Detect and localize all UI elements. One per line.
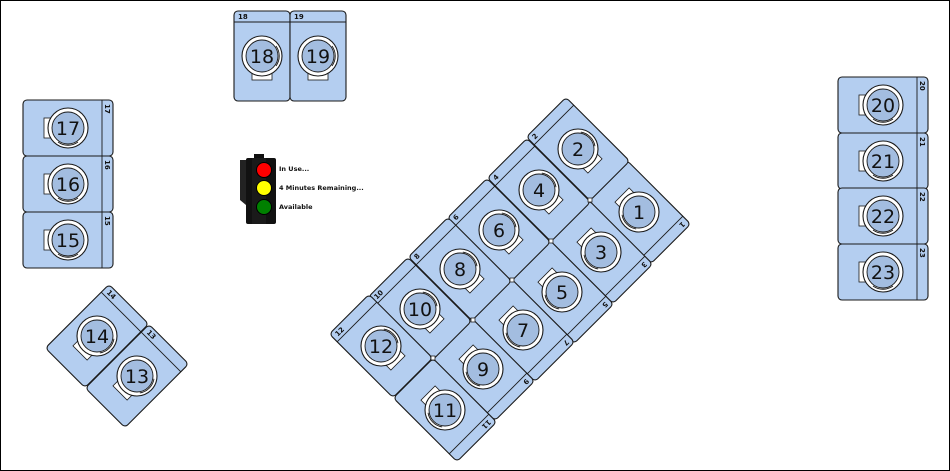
- machine-tag-label: 16: [103, 160, 111, 170]
- legend-available-label: Available: [279, 203, 313, 211]
- legend-in-use-label: In Use...: [279, 165, 309, 173]
- yellow-lamp-icon: [256, 180, 272, 196]
- machine-tag-label: 1: [677, 220, 686, 229]
- junction-marker: [509, 277, 515, 283]
- machine-number-label: 15: [56, 230, 80, 252]
- machine-number-label: 19: [306, 46, 330, 68]
- machine-9[interactable]: 99: [431, 317, 534, 420]
- machine-tag-label: 2: [531, 132, 540, 141]
- machines-layer: 1122334455667788991010111112121313141415…: [22, 10, 929, 461]
- machine-4[interactable]: 44: [487, 138, 590, 241]
- machine-number-label: 5: [556, 282, 568, 304]
- machine-number-label: 6: [493, 220, 505, 242]
- machine-number-label: 14: [85, 326, 109, 348]
- machine-number-label: 23: [871, 262, 895, 284]
- machine-22[interactable]: 22 22: [837, 187, 929, 245]
- machine-number-label: 13: [125, 366, 149, 388]
- machine-tag-label: 7: [561, 338, 570, 347]
- junction-marker: [587, 197, 593, 203]
- machine-tag-label: 23: [918, 248, 926, 258]
- machine-tag-label: 21: [918, 137, 926, 147]
- machine-number-label: 3: [595, 242, 607, 264]
- machine-tag-label: 5: [600, 300, 609, 309]
- machine-number-label: 20: [871, 95, 895, 117]
- traffic-light-icon: [240, 154, 276, 224]
- machine-number-label: 17: [56, 118, 80, 140]
- machine-number-label: 8: [454, 259, 466, 281]
- machine-number-label: 10: [408, 299, 432, 321]
- machine-21[interactable]: 21 21: [837, 132, 929, 190]
- junction-marker: [430, 355, 436, 361]
- machine-5[interactable]: 55: [510, 240, 613, 343]
- machine-6[interactable]: 66: [447, 178, 550, 281]
- machine-tag-label: 20: [918, 81, 926, 91]
- machine-number-label: 7: [517, 320, 529, 342]
- status-legend: In Use... 4 Minutes Remaining... Availab…: [240, 154, 364, 224]
- machine-tag-label: 9: [521, 377, 530, 386]
- machine-2[interactable]: 22: [526, 97, 629, 200]
- machine-tag-label: 4: [492, 173, 501, 182]
- machine-number-label: 16: [56, 174, 80, 196]
- junction-marker: [470, 317, 476, 323]
- machine-number-label: 11: [433, 400, 457, 422]
- junction-marker: [548, 238, 554, 244]
- green-lamp-icon: [256, 199, 272, 215]
- machine-number-label: 9: [477, 359, 489, 381]
- machine-number-label: 22: [871, 206, 895, 228]
- machine-tag-label: 6: [452, 213, 461, 222]
- machine-number-label: 1: [633, 202, 645, 224]
- machine-tag-label: 22: [918, 192, 926, 202]
- machine-tag-label: 8: [413, 252, 422, 261]
- machine-8[interactable]: 88: [408, 217, 511, 320]
- machine-tag-label: 19: [294, 13, 304, 21]
- red-lamp-icon: [256, 162, 272, 178]
- machine-tag-label: 18: [238, 13, 248, 21]
- machine-tag-label: 15: [103, 216, 111, 226]
- machine-number-label: 4: [533, 180, 545, 202]
- machine-7[interactable]: 77: [471, 278, 574, 381]
- machine-number-label: 2: [572, 139, 584, 161]
- machine-number-label: 18: [250, 46, 274, 68]
- machine-tag-label: 17: [103, 104, 111, 114]
- machine-23[interactable]: 23 23: [837, 243, 929, 301]
- machine-number-label: 21: [871, 151, 895, 173]
- legend-4-minutes-label: 4 Minutes Remaining...: [279, 184, 364, 192]
- machine-number-label: 12: [369, 336, 393, 358]
- machine-tag-label: 3: [639, 260, 648, 269]
